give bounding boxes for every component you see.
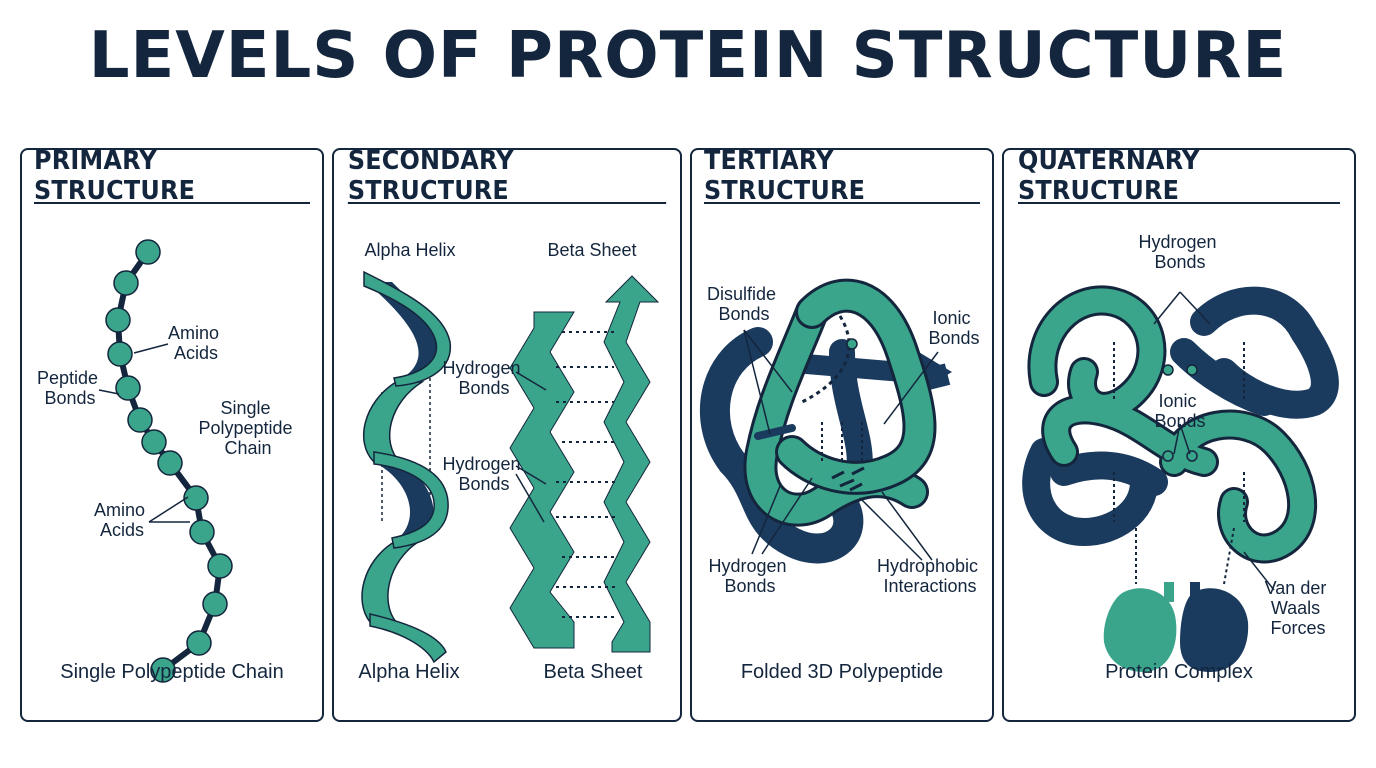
beta-strand-right [603,275,660,653]
panel-primary-structure: PRIMARY STRUCTURE Amino Acids [20,148,324,722]
amino-acid-bead [141,429,167,455]
subunit-navy-bottom-left [1022,438,1158,546]
label-hydrogen-bonds-2: Hydrogen Bonds [442,454,525,494]
label-leader-lines [98,343,190,523]
panel-header-primary: PRIMARY STRUCTURE [34,150,310,206]
caption-beta-sheet: Beta Sheet [543,661,643,683]
panel-secondary-structure: SECONDARY STRUCTURE Alpha Helix Beta She… [332,148,682,722]
label-single-polypeptide-chain: Single Polypeptide Chain [198,398,297,458]
label-alpha-helix: Alpha Helix [364,240,455,260]
panel-header-quaternary: QUATERNARY STRUCTURE [1018,150,1340,206]
amino-acid-bead [183,485,209,511]
label-beta-sheet: Beta Sheet [547,240,636,260]
panel-quaternary-structure: QUATERNARY STRUCTURE [1002,148,1356,722]
label-disulfide-bonds: Disulfide Bonds [707,284,781,324]
quaternary-structure-diagram: Hydrogen Bonds Ionic Bonds Van der Waals… [1022,232,1339,672]
amino-acid-bead [207,553,233,579]
quaternary-leader-lines [1153,291,1275,591]
label-peptide-bonds: Peptide Bonds [37,368,103,408]
panel-header-secondary: SECONDARY STRUCTURE [347,150,667,206]
folded-polypeptide [699,278,952,564]
label-van-der-waals-forces: Van der Waals Forces [1265,578,1332,638]
tertiary-leader-lines [743,329,939,561]
label-hydrogen-bonds: Hydrogen Bonds [708,556,791,596]
panel-tertiary-structure: TERTIARY STRUCTURE [690,148,994,722]
label-ionic-bonds: Ionic Bonds [928,308,979,348]
label-ionic-bonds: Ionic Bonds [1154,391,1205,431]
page-title: LEVELS OF PROTEIN STRUCTURE [88,19,1288,93]
amino-acid-bead [115,375,141,401]
label-amino-acids-1: Amino Acids [168,323,224,363]
beta-sheet [509,275,660,653]
label-hydrogen-bonds: Hydrogen Bonds [1138,232,1221,272]
label-amino-acids-2: Amino Acids [94,500,150,540]
amino-acid-bead [113,270,139,296]
amino-acid-bead [105,307,131,333]
primary-structure-diagram: Amino Acids Peptide Bonds Single Polypep… [37,239,297,683]
tertiary-structure-diagram: Disulfide Bonds Ionic Bonds Hydrogen Bon… [699,278,983,596]
amino-acid-bead [186,630,212,656]
subunit-teal-bottom-right [1162,412,1315,561]
amino-acid-bead [135,239,161,265]
amino-acid-bead [189,519,215,545]
secondary-structure-diagram: Alpha Helix Beta Sheet [361,240,660,664]
alpha-helix [361,270,451,664]
disulfide-bridge [754,424,796,440]
blob-teal [1103,588,1177,672]
hydrophobic-marks [831,466,865,492]
amino-acid-bead [157,450,183,476]
caption-alpha-helix: Alpha Helix [358,661,460,683]
hbond-leader-lines [515,371,547,523]
beta-strand-left [509,311,575,649]
caption-tertiary: Folded 3D Polypeptide [740,661,944,683]
amino-acid-bead [202,591,228,617]
amino-acid-bead [127,407,153,433]
label-hydrogen-bonds-1: Hydrogen Bonds [442,358,525,398]
caption-primary: Single Polypeptide Chain [60,661,284,683]
blob-navy [1180,588,1249,672]
amino-acid-bead [150,657,176,683]
label-hydrophobic-interactions: Hydrophobic Interactions [877,556,983,596]
panel-header-tertiary: TERTIARY STRUCTURE [704,150,980,206]
amino-acid-bead [107,341,133,367]
amino-acid-beads [105,239,233,683]
caption-quaternary: Protein Complex [1105,661,1253,683]
protein-complex [1022,285,1339,672]
